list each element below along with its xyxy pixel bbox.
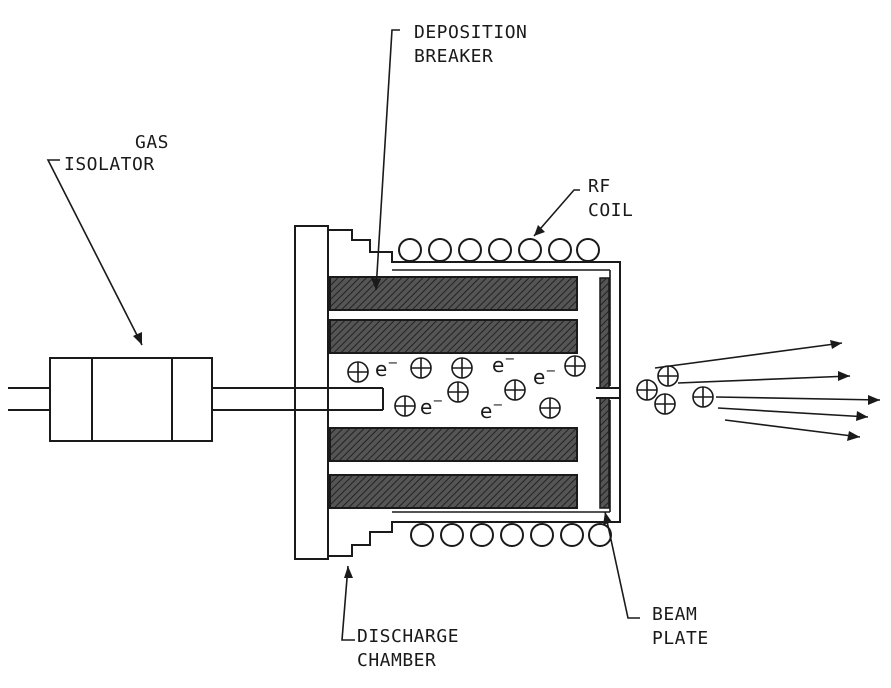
label-line: COIL xyxy=(588,200,633,221)
emitted-ions xyxy=(636,365,714,415)
label-gas-isolator: GAS ISOLATOR xyxy=(64,132,169,175)
electron-symbol: e− xyxy=(492,352,515,377)
ion-symbol xyxy=(347,361,369,383)
label-line: BREAKER xyxy=(414,46,493,67)
beam-arrows xyxy=(654,340,881,441)
beam-arrow xyxy=(677,371,851,384)
electron-symbol: e− xyxy=(420,394,443,419)
ion-symbol xyxy=(394,395,416,417)
label-line: DISCHARGE xyxy=(357,626,459,647)
electron-symbol: e− xyxy=(533,364,556,389)
beam-arrow xyxy=(724,419,861,441)
leader-lines xyxy=(46,29,640,641)
ion-symbol xyxy=(657,365,679,387)
label-beam-plate: BEAM PLATE xyxy=(652,604,709,649)
discharge-chamber xyxy=(294,225,621,560)
ion-symbol xyxy=(539,397,561,419)
ion-symbol xyxy=(504,379,526,401)
rf-coil-top xyxy=(398,238,600,262)
label-line: PLATE xyxy=(652,628,709,649)
label-line: GAS xyxy=(135,132,169,153)
gas-isolator xyxy=(49,357,213,442)
beam-plate xyxy=(596,277,620,509)
deposition-breaker xyxy=(329,276,578,509)
gas-feed-lines xyxy=(8,387,50,411)
ion-symbol xyxy=(692,386,714,408)
electron-symbol: e− xyxy=(375,356,398,381)
label-deposition-breaker: DEPOSITION BREAKER xyxy=(414,22,527,67)
label-line: CHAMBER xyxy=(357,650,436,671)
ion-symbol xyxy=(410,357,432,379)
plasma-particles: e− e− e− e− e− xyxy=(347,352,586,423)
label-rf-coil: RF COIL xyxy=(588,176,633,221)
ion-symbol xyxy=(447,381,469,403)
beam-arrow xyxy=(715,395,881,405)
label-line: DEPOSITION xyxy=(414,22,527,43)
ion-symbol xyxy=(636,379,658,401)
label-line: ISOLATOR xyxy=(64,154,155,175)
beam-arrow xyxy=(717,407,869,421)
label-line: RF xyxy=(588,176,611,197)
electron-symbol: e− xyxy=(480,398,503,423)
label-line: BEAM xyxy=(652,604,697,625)
ion-symbol xyxy=(451,357,473,379)
label-discharge-chamber: DISCHARGE CHAMBER xyxy=(357,626,459,671)
rf-coil-bottom xyxy=(410,523,612,547)
ion-symbol xyxy=(564,355,586,377)
ion-symbol xyxy=(654,393,676,415)
gas-feed-tube xyxy=(212,387,384,411)
beam-arrow xyxy=(654,340,843,369)
